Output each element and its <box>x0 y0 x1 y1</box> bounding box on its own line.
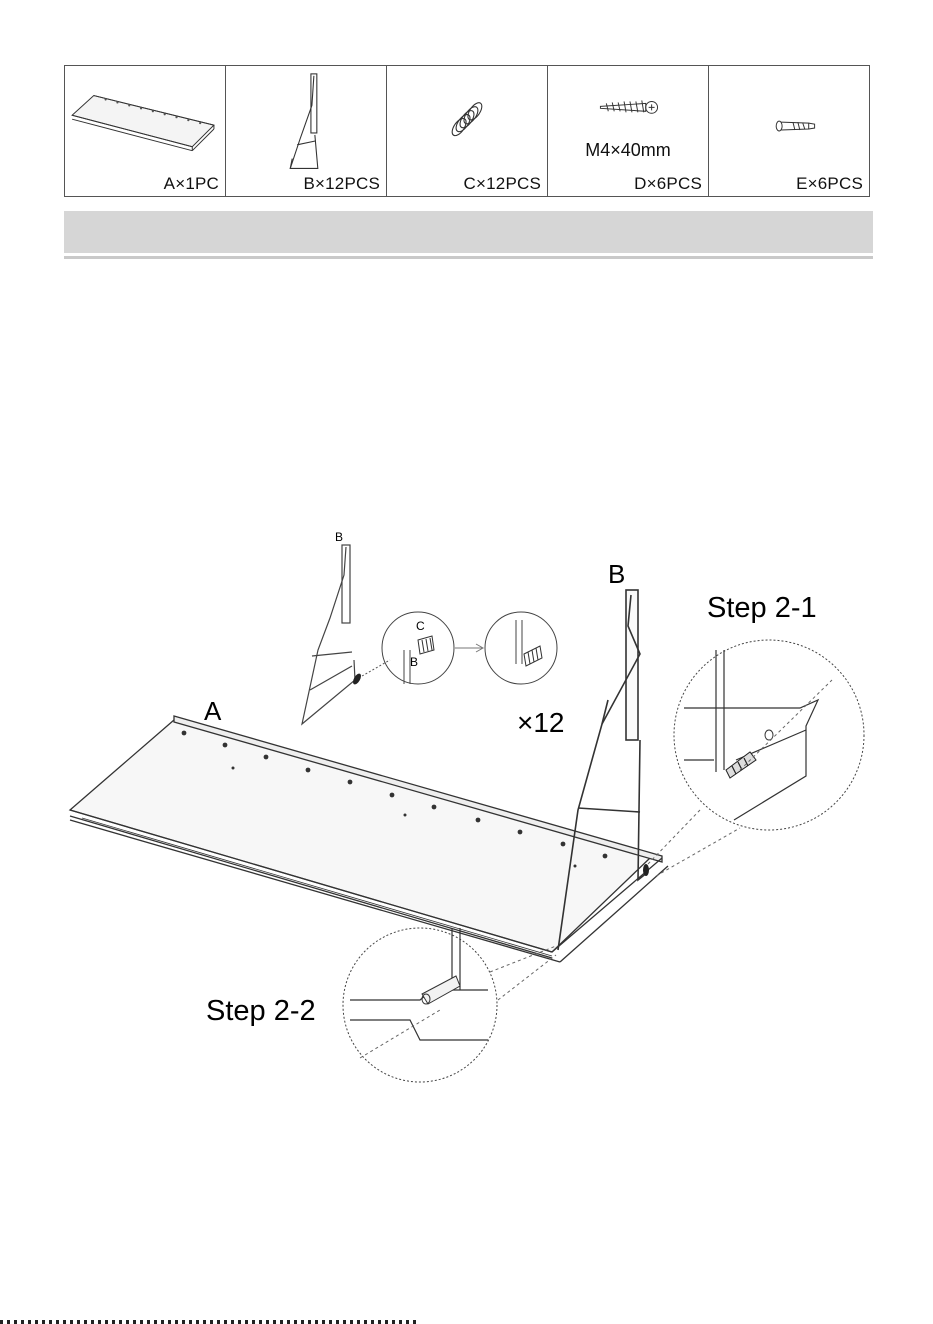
part-label-e: E×6PCS <box>796 174 863 194</box>
step-2-2-label: Step 2-2 <box>206 995 316 1027</box>
detail-circle-step-2-1 <box>648 640 864 876</box>
part-cell-d: M4×40mm D×6PCS <box>548 66 709 196</box>
part-cell-b: B×12PCS <box>226 66 387 196</box>
inset-circle-2 <box>485 612 557 684</box>
section-banner <box>64 211 873 253</box>
inset-spring-end <box>351 672 362 685</box>
part-label-d: D×6PCS <box>634 174 702 194</box>
label-b: B <box>608 559 625 589</box>
part-label-c: C×12PCS <box>464 174 541 194</box>
part-label-b: B×12PCS <box>303 174 380 194</box>
part-label-a: A×1PC <box>164 174 219 194</box>
part-cell-c: C×12PCS <box>387 66 548 196</box>
parts-table: A×1PC B×12PCS C×12PCS <box>64 65 870 197</box>
inset-bracket <box>302 545 355 724</box>
part-cell-e: E×6PCS <box>709 66 869 196</box>
footer-strip <box>0 1320 420 1324</box>
arrow-icon <box>455 644 483 652</box>
inset-label-b2: B <box>410 655 418 669</box>
part-cell-a: A×1PC <box>65 66 226 196</box>
label-a: A <box>204 696 222 726</box>
section-rule <box>64 256 873 259</box>
step-2-1-label: Step 2-1 <box>707 592 817 624</box>
inset-label-b: B <box>335 530 343 544</box>
part-spec-d: M4×40mm <box>548 140 708 161</box>
inset-label-c: C <box>416 619 425 633</box>
quantity-label: ×12 <box>517 707 565 738</box>
shelf-panel <box>70 716 668 962</box>
main-spring <box>643 864 649 876</box>
assembly-diagram: B C B A <box>0 480 933 1100</box>
inset-circle-1 <box>362 612 454 684</box>
